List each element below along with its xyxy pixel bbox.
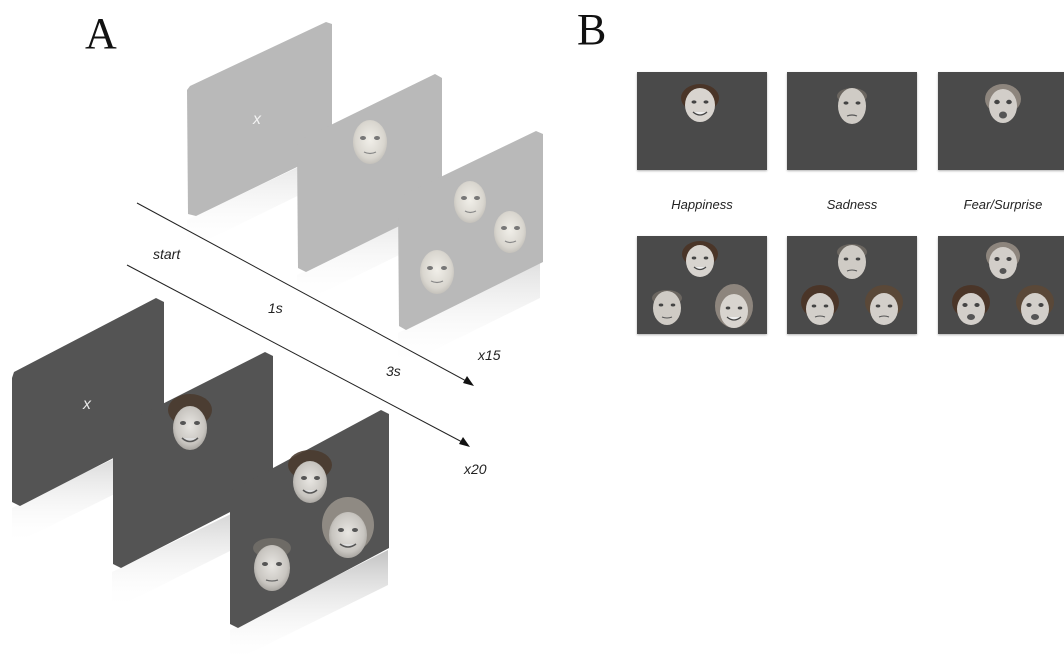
label-x20: x20 — [463, 461, 487, 477]
timeline-arrows — [126, 202, 474, 447]
thumb-fear-surprise-three — [938, 236, 1064, 334]
light-sequence: x — [187, 22, 543, 368]
dark-slide-three-faces — [230, 410, 389, 663]
thumb-happiness-three — [637, 236, 767, 334]
light-slide-fixation: x — [187, 22, 332, 250]
light-slide-three-faces — [398, 131, 543, 368]
caption-sadness: Sadness — [826, 197, 878, 212]
thumb-happiness-single — [637, 72, 767, 170]
dark-sequence: x — [12, 298, 389, 663]
label-3s: 3s — [386, 363, 401, 379]
fixation-mark: x — [252, 111, 262, 128]
fixation-mark-dark: x — [82, 396, 92, 413]
label-x15: x15 — [477, 347, 501, 363]
thumb-fear-surprise-single — [938, 72, 1064, 170]
panel-b-letter: B — [577, 5, 607, 54]
label-1s: 1s — [268, 300, 283, 316]
caption-happiness: Happiness — [671, 197, 733, 212]
panel-a-letter: A — [85, 9, 117, 58]
stimulus-examples: Happiness Sadness Fear/Surprise — [600, 0, 1064, 663]
thumb-sadness-single — [787, 72, 917, 170]
timeline-arrow-light — [136, 202, 469, 383]
caption-fear-surprise: Fear/Surprise — [963, 197, 1043, 212]
trial-sequence-diagram: x — [12, 22, 543, 663]
label-start: start — [153, 246, 181, 262]
timeline-arrow-dark — [126, 264, 465, 444]
thumb-sadness-three — [787, 236, 917, 334]
